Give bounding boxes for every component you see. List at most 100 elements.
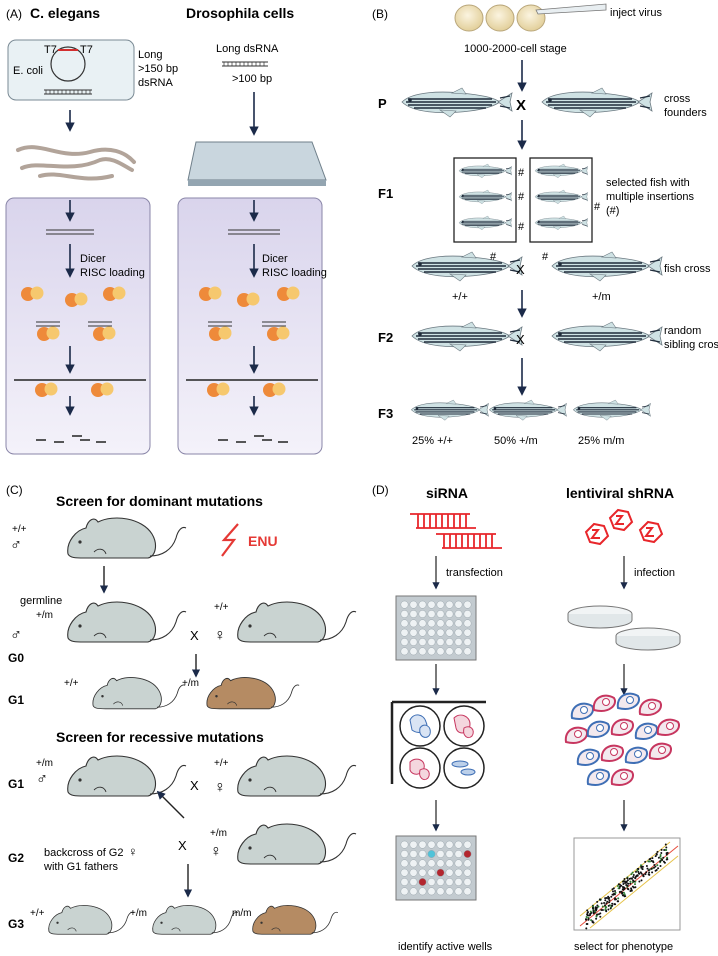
scatter-point: [646, 867, 649, 870]
well: [445, 628, 454, 637]
well: [463, 647, 472, 656]
well: [400, 610, 409, 618]
well: [454, 878, 463, 886]
scatter-point: [614, 903, 617, 906]
nucleus: [586, 752, 594, 760]
scatter-point: [645, 871, 648, 874]
well: [418, 600, 427, 609]
genotype-wt: +/+: [214, 758, 229, 769]
scatter-point: [595, 917, 598, 920]
nucleus: [644, 726, 652, 734]
scatter-point: [629, 880, 632, 883]
scatter-point: [601, 909, 604, 911]
scatter-point: [617, 883, 620, 886]
well: [427, 600, 436, 609]
well: [400, 850, 409, 858]
scatter-point: [649, 857, 652, 860]
scatter-point: [656, 864, 659, 867]
cross-x: X: [190, 778, 199, 793]
scatter-point: [653, 866, 655, 869]
gen-f1: F1: [378, 186, 393, 201]
well: [445, 878, 454, 886]
scatter-point: [597, 905, 600, 908]
hash-marker: #: [542, 251, 549, 263]
scatter-point: [591, 906, 594, 909]
scatter-point: [641, 868, 644, 871]
dicer-label: Dicer: [262, 253, 288, 265]
scatter-point: [662, 860, 665, 863]
well: [436, 887, 445, 896]
well: [445, 887, 454, 896]
scatter-point: [629, 890, 632, 892]
scatter-point: [666, 856, 669, 859]
well: [436, 619, 445, 628]
genotype-wt: +/+: [64, 678, 79, 689]
scatter-point: [590, 919, 593, 922]
scatter-point: [626, 879, 629, 882]
mouse-icon: [67, 517, 187, 559]
well: [418, 638, 427, 646]
scatter-point: [624, 895, 627, 898]
nucleus: [666, 722, 674, 730]
scatter-point: [650, 867, 653, 870]
mouse-icon: [48, 905, 135, 935]
zebrafish-icon: [551, 321, 663, 352]
scatter-point: [596, 913, 599, 916]
mouse-icon: [237, 755, 357, 797]
cross-x: X: [178, 838, 187, 853]
well: [436, 628, 445, 637]
worms-icon: [16, 145, 136, 181]
well: [445, 859, 454, 868]
scatter-point: [586, 912, 589, 914]
well: [427, 868, 436, 877]
mouse-icon: [92, 677, 186, 710]
scatter-point: [617, 897, 620, 900]
well: [427, 878, 436, 886]
identify-label: identify active wells: [398, 941, 493, 953]
well: [463, 628, 472, 637]
cross-x: X: [516, 97, 526, 114]
well: [409, 610, 418, 618]
nucleus: [620, 722, 628, 730]
well: [463, 600, 472, 609]
scatter-point: [647, 860, 650, 863]
scatter-point: [636, 874, 639, 877]
scatter-point: [614, 890, 616, 892]
scatter-point: [634, 886, 637, 889]
germline-label: germline: [20, 595, 62, 607]
petri-dish-icon: [567, 605, 681, 651]
nucleus: [626, 696, 634, 704]
scatter-point: [640, 866, 643, 869]
well: [418, 850, 427, 858]
well: [454, 610, 463, 618]
well: [454, 600, 463, 609]
ecoli-box: T7 T7 E. coli: [7, 39, 135, 101]
scatter-point: [651, 857, 654, 860]
well: [400, 638, 409, 646]
backcross-label: backcross of G2: [44, 847, 123, 859]
scatter-point: [586, 923, 589, 925]
f3-ratio-wt: 25% +/+: [412, 435, 453, 447]
well: [418, 859, 427, 868]
well: [454, 647, 463, 656]
scatter-point: [644, 860, 647, 863]
scatter-plot-icon: [573, 837, 681, 931]
genotype-het: +/m: [36, 758, 53, 769]
scatter-point: [611, 902, 614, 905]
scatter-point: [614, 898, 616, 901]
scatter-point: [660, 852, 663, 854]
well: [400, 619, 409, 628]
dros-bp-label: >100 bp: [232, 73, 272, 85]
mouse-icon: [67, 755, 187, 797]
scatter-point: [654, 869, 657, 872]
panel-c-label: (C): [6, 483, 23, 497]
scatter-point: [599, 915, 602, 918]
well: [400, 878, 409, 886]
drosophila-title: Drosophila cells: [186, 5, 294, 21]
well: [463, 840, 472, 849]
genotype-wt: +/+: [30, 908, 45, 919]
scatter-point: [591, 920, 594, 923]
scatter-point: [601, 905, 604, 908]
well: [436, 859, 445, 868]
